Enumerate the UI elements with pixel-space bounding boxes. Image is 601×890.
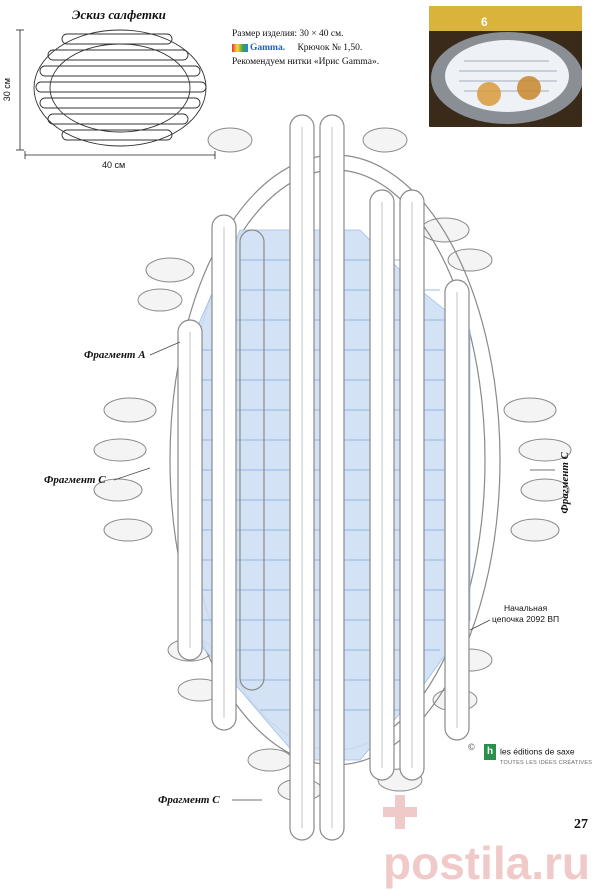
diagram-artwork bbox=[16, 29, 572, 841]
gamma-logo-icon bbox=[232, 43, 248, 52]
starting-chain-note: Начальная цепочка 2092 ВП bbox=[492, 603, 559, 625]
info-block: Размер изделия: 30 × 40 см. Gamma. Крючо… bbox=[232, 27, 379, 69]
copyright-symbol: © bbox=[468, 742, 475, 752]
plus-icon bbox=[383, 795, 417, 829]
sketch-width-label: 40 см bbox=[102, 160, 126, 170]
page-number: 27 bbox=[574, 817, 588, 832]
publisher-name: les éditions de saxe bbox=[500, 746, 575, 757]
sketch-title: Эскиз салфетки bbox=[72, 7, 166, 22]
leader-lines bbox=[113, 341, 555, 801]
chain-note-line1: Начальная bbox=[503, 603, 548, 613]
hook-size: Крючок № 1,50. bbox=[297, 43, 363, 53]
publisher-tagline: TOUTES LES IDÉES CRÉATIVES bbox=[500, 760, 593, 766]
fragment-a-label: Фрагмент А bbox=[84, 349, 146, 361]
brand-name: Gamma. bbox=[250, 43, 286, 53]
watermark-text: postila.ru bbox=[383, 837, 591, 889]
watermark: postila.ru bbox=[383, 782, 601, 890]
fragment-c-left-label: Фрагмент С bbox=[44, 474, 106, 486]
publisher-mark-icon: h bbox=[484, 744, 496, 760]
hook-line: Gamma. Крючок № 1,50. bbox=[232, 41, 379, 55]
chain-note-line2: цепочка 2092 ВП bbox=[492, 614, 560, 624]
outer-petals bbox=[93, 127, 572, 802]
size-line: Размер изделия: 30 × 40 см. bbox=[232, 29, 344, 39]
fragment-c-bottom-label: Фрагмент С bbox=[158, 794, 220, 806]
strip-inner-lines bbox=[189, 127, 458, 828]
sketch-dimension-lines bbox=[16, 29, 216, 159]
publisher-logo: h les éditions de saxe TOUTES LES IDÉES C… bbox=[484, 744, 592, 766]
sketch-doily bbox=[33, 29, 207, 147]
yarn-line: Рекомендуем нитки «Ирис Gamma». bbox=[232, 57, 380, 67]
doily-photo: 6 bbox=[429, 6, 582, 127]
fragment-c-right-label: Фрагмент С bbox=[559, 452, 571, 514]
svg-text:6: 6 bbox=[481, 15, 488, 29]
